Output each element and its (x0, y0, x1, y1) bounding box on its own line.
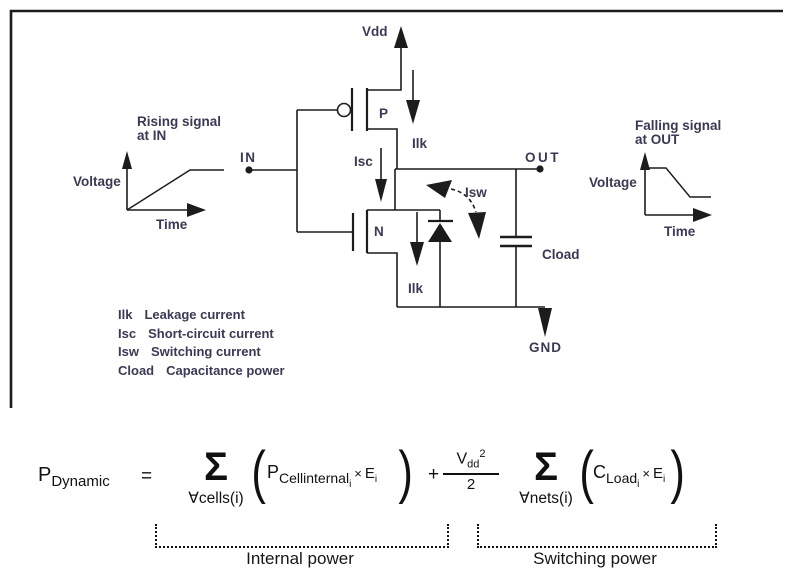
legend-row-cload: Cload Capacitance power (118, 362, 285, 381)
sum-cells-index: ∀cells(i) (188, 490, 244, 507)
rising-title-line2: at IN (137, 128, 166, 143)
eq-lhs-base: P (38, 464, 52, 486)
pmos-gate-bubble (336, 102, 352, 118)
isw-arrow-arc (450, 188, 477, 213)
term2-subsub: i (637, 478, 640, 490)
frac-denominator: 2 (466, 475, 476, 493)
rising-time-arrowhead (187, 203, 206, 217)
falling-title-line2: at OUT (635, 132, 680, 147)
legend-term: Isw (118, 344, 139, 359)
frac-num-sub: dd (467, 458, 480, 471)
sum-over-cells: Σ ∀cells(i) (164, 445, 268, 508)
open-paren: ( (579, 440, 594, 505)
close-paren: ) (398, 440, 413, 505)
eq-lhs-sub: Dynamic (51, 473, 110, 490)
ilk-top-arrowhead (406, 100, 420, 124)
legend-desc: Capacitance power (166, 362, 285, 378)
sum-over-nets: Σ ∀nets(i) (494, 445, 598, 508)
falling-voltage-label: Voltage (589, 175, 637, 190)
out-label: OUT (525, 150, 561, 165)
figure-frame (9, 9, 783, 408)
energy-sub: i (663, 474, 666, 485)
falling-voltage-arrowhead (640, 152, 650, 170)
pmos-source-wire (367, 46, 402, 91)
pmos-drain-wire (367, 128, 398, 169)
legend-desc: Short-circuit current (148, 325, 274, 341)
term2-base: C (593, 462, 606, 482)
switching-power-label: Switching power (533, 549, 657, 568)
falling-time-arrowhead (693, 208, 712, 222)
energy-base: E (364, 465, 375, 482)
falling-title-line1: Falling signal (635, 118, 721, 133)
ilk-bottom-label: Ilk (408, 281, 424, 296)
vdd-label: Vdd (362, 24, 388, 39)
falling-curve (645, 167, 711, 198)
term2-sub: Load (606, 469, 638, 486)
rising-ramp-curve (126, 169, 224, 211)
internal-power-label: Internal power (246, 549, 354, 568)
times-sign: × (354, 466, 362, 481)
legend-term: Cload (118, 362, 155, 378)
diode-triangle (428, 223, 452, 242)
legend-term: Ilk (118, 307, 133, 322)
legend-desc: Switching current (150, 344, 261, 359)
nmos-label: N (374, 224, 384, 239)
legend-row-isc: Isc Short-circuit current (118, 325, 285, 344)
close-paren: ) (670, 440, 685, 505)
rising-title-line1: Rising signal (137, 114, 221, 129)
internal-power-brace (155, 524, 449, 548)
ilk-top-label: Ilk (412, 136, 428, 151)
sum-nets-index: ∀nets(i) (519, 490, 573, 507)
legend-row-ilk: Ilk Leakage current (118, 306, 285, 325)
frac-num-base: V (456, 450, 468, 468)
equals-sign: = (141, 466, 153, 487)
isc-label: Isc (354, 154, 373, 169)
rising-voltage-arrowhead (122, 151, 132, 169)
legend-desc: Leakage current (144, 307, 245, 322)
energy-term: Ei (652, 465, 666, 485)
isw-start-arrowhead (426, 180, 452, 198)
cload-label: Cload (542, 247, 580, 262)
legend-term: Isc (118, 325, 137, 341)
cell-internal-term: PCellinternali×Ei (267, 462, 377, 489)
legend-row-isw: Isw Switching current (118, 343, 285, 362)
vdd-arrowhead (394, 26, 408, 48)
isw-label: Isw (465, 185, 487, 200)
energy-base: E (652, 465, 663, 482)
vdd-squared-over-two: Vdd2 2 (443, 448, 499, 493)
isw-end-arrowhead (468, 212, 486, 239)
term1-subsub: i (349, 478, 352, 490)
sigma-symbol: Σ (203, 445, 228, 489)
in-label: IN (240, 150, 257, 165)
gnd-arrowhead (538, 308, 552, 337)
rising-voltage-label: Voltage (73, 174, 121, 189)
isc-arrowhead (375, 179, 387, 202)
nmos-source-wire (367, 252, 398, 307)
open-paren: ( (251, 440, 266, 505)
frac-numerator: Vdd2 (443, 448, 499, 475)
current-legend: Ilk Leakage current Isc Short-circuit curr… (118, 306, 285, 380)
in-node-dot (245, 166, 253, 174)
frac-num-sup: 2 (479, 448, 486, 460)
term1-sub: Cellinternal (279, 469, 350, 486)
falling-time-label: Time (664, 224, 696, 239)
sigma-symbol: Σ (533, 445, 558, 489)
pmos-label: P (379, 106, 388, 121)
rising-time-label: Time (156, 217, 188, 232)
cmos-inverter-schematic: Vdd P Ilk Isc Isw N Ilk IN OUT GND Cload… (9, 9, 783, 408)
plus-sign: + (428, 464, 440, 485)
dynamic-power-equation: PDynamic = Σ ∀cells(i) ( PCellinternali×… (0, 440, 800, 587)
term1-base: P (267, 462, 280, 482)
out-node-dot (536, 165, 544, 173)
times-sign: × (642, 466, 650, 481)
gnd-label: GND (529, 340, 562, 355)
load-cap-term: CLoadi×Ei (593, 462, 665, 489)
energy-sub: i (374, 474, 378, 485)
energy-term: Ei (364, 465, 378, 485)
eq-lhs: PDynamic (38, 464, 110, 490)
ilk-bottom-arrowhead (410, 242, 424, 266)
switching-power-brace (477, 524, 717, 548)
